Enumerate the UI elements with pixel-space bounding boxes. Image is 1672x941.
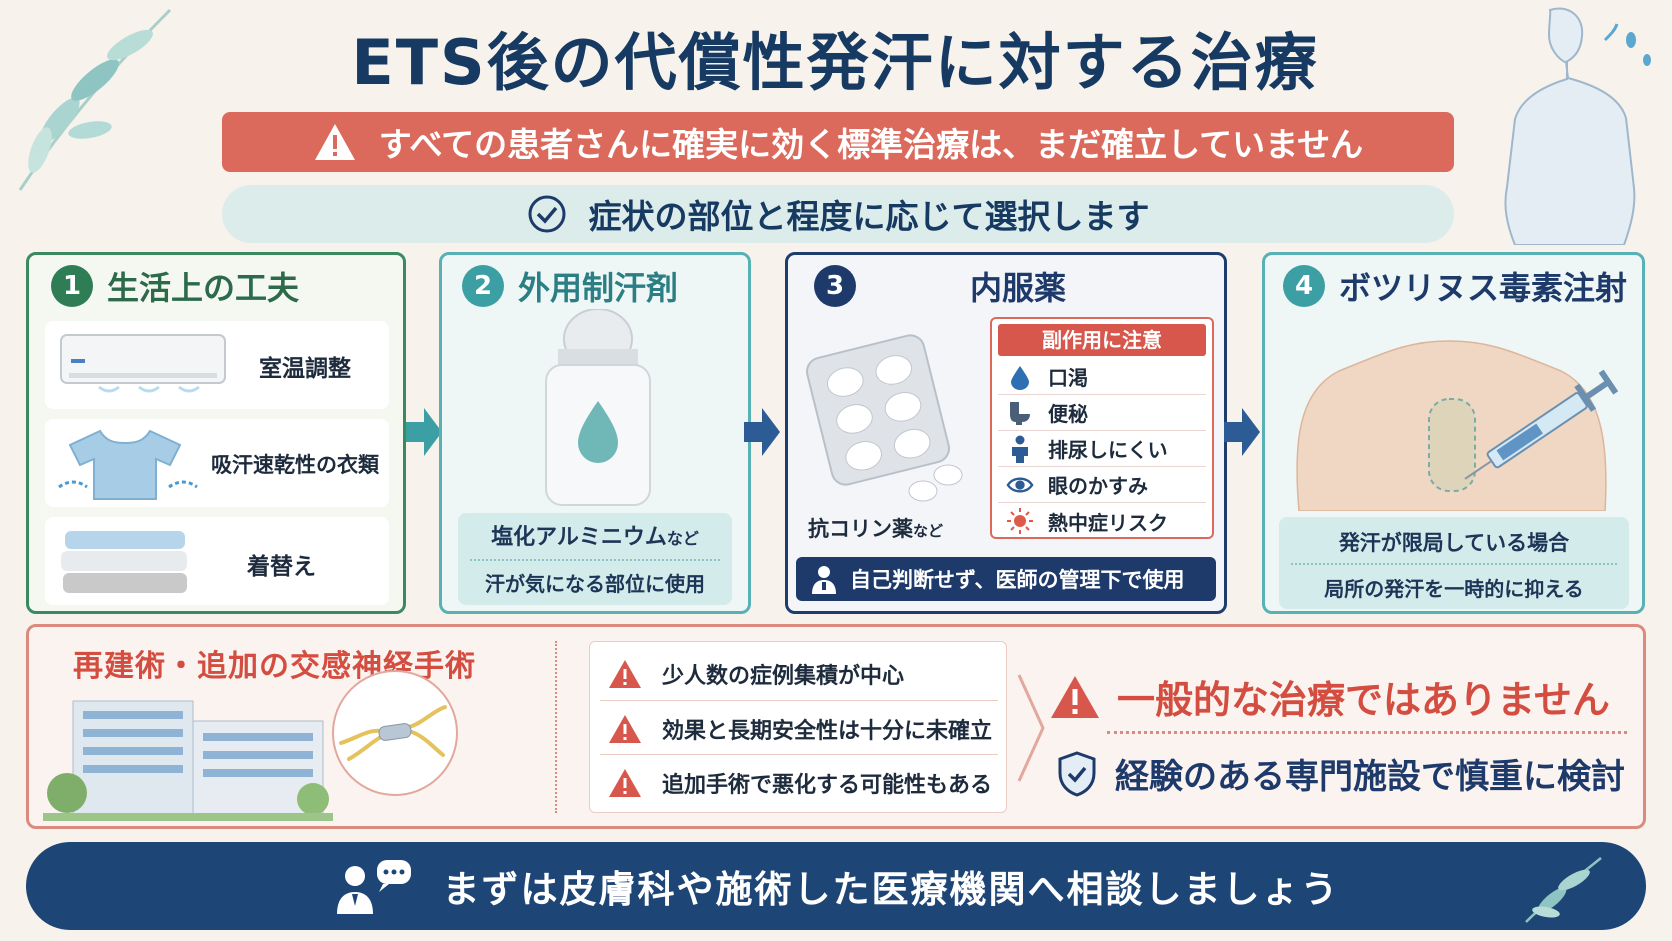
item-label: 室温調整 — [259, 356, 351, 382]
eye-icon — [1006, 471, 1034, 499]
warning-text: すべての患者さんに確実に効く標準治療は、まだ確立していません — [378, 125, 1364, 164]
doctor-note-bar: 自己判断せず、医師の管理下で使用 — [796, 557, 1216, 601]
warning-icon — [314, 124, 355, 160]
page-title: ETS後の代償性発汗に対する治療 — [351, 26, 1319, 99]
caption-box: 塩化アルミニウムなど 汗が気になる部位に使用 — [458, 513, 732, 605]
side-effect-item: 排尿しにくい — [998, 431, 1206, 467]
warning-banner: すべての患者さんに確実に効く標準治療は、まだ確立していません — [222, 112, 1454, 172]
card-oral-medication: 3 内服薬 副作用に注意 口渇 便秘 排尿しにくい — [785, 252, 1227, 614]
shield-check-icon — [1058, 750, 1096, 797]
pill-pack-icon — [806, 334, 963, 502]
specialist-note: 経験のある専門施設で慎重に検討 — [1057, 749, 1625, 798]
banner-text: まずは皮膚科や施術した医療機関へ相談しましょう — [442, 868, 1340, 911]
risk-item: 少人数の症例集積が中心 — [600, 646, 998, 702]
step-number: 3 — [814, 265, 856, 307]
drug-caption: 抗コリン薬など — [808, 517, 944, 541]
warning-icon — [609, 768, 641, 797]
card-title: 生活上の工夫 — [107, 269, 300, 307]
back-injection-icon — [1296, 340, 1619, 511]
roll-on-bottle-icon — [545, 309, 651, 506]
leaf-decoration-icon — [18, 8, 172, 191]
arrow-right-icon — [406, 408, 442, 456]
chevron-right-icon — [1017, 674, 1045, 782]
leaf-decoration-icon — [1525, 857, 1602, 923]
caption-main: 発汗が限局している場合 — [1338, 531, 1570, 555]
person-icon — [1006, 435, 1034, 463]
check-circle-icon — [528, 195, 565, 233]
caption-sub: 汗が気になる部位に使用 — [485, 572, 705, 596]
warning-icon — [1051, 675, 1099, 718]
item-label: 吸汗速乾性の衣類 — [211, 453, 379, 477]
surgery-section: 再建術・追加の交感神経手術 少人数の症例集積が中心 効果と長期安全性は十分に未確… — [26, 624, 1646, 829]
side-effects-box: 副作用に注意 口渇 便秘 排尿しにくい 眼のかすみ 熱中症リスク — [990, 317, 1214, 539]
card-header: 1 生活上の工夫 — [29, 255, 403, 317]
caption-box: 発汗が限局している場合 局所の発汗を一時的に抑える — [1279, 517, 1629, 609]
air-conditioner-icon — [60, 334, 226, 393]
card-title: ボツリヌス毒素注射 — [1339, 269, 1628, 307]
human-body-figure-icon — [1504, 7, 1651, 245]
arrow-right-icon — [744, 408, 780, 456]
hospital-building-icon — [43, 700, 333, 821]
selection-text: 症状の部位と程度に応じて選択します — [588, 197, 1150, 236]
list-item: 着替え — [45, 517, 389, 605]
arrow-right-icon — [1224, 408, 1260, 456]
risk-list: 少人数の症例集積が中心 効果と長期安全性は十分に未確立 追加手術で悪化する可能性… — [589, 641, 1007, 813]
consultation-icon — [336, 860, 411, 914]
not-general-notice: 一般的な治療ではありません — [1049, 669, 1610, 724]
card-lifestyle: 1 生活上の工夫 室温調整 吸汗速乾性の衣類 着替え — [26, 252, 406, 614]
step-number: 1 — [51, 265, 93, 307]
toilet-icon — [1006, 399, 1034, 427]
caption-sub: 局所の発汗を一時的に抑える — [1324, 577, 1584, 601]
folded-clothes-icon — [61, 531, 187, 593]
card-header: 3 内服薬 — [788, 255, 1224, 317]
caption-main: 塩化アルミニウムなど — [491, 525, 699, 550]
step-number: 4 — [1283, 265, 1325, 307]
card-header: 2 外用制汗剤 — [442, 255, 748, 317]
card-header: 4 ボツリヌス毒素注射 — [1265, 255, 1642, 317]
side-effect-item: 眼のかすみ — [998, 467, 1206, 503]
list-item: 吸汗速乾性の衣類 — [45, 419, 389, 507]
card-topical-antiperspirant: 2 外用制汗剤 塩化アルミニウムなど 汗が気になる部位に使用 — [439, 252, 751, 614]
side-effect-item: 口渇 — [998, 359, 1206, 395]
consultation-banner: まずは皮膚科や施術した医療機関へ相談しましょう — [26, 842, 1646, 930]
card-title: 内服薬 — [970, 269, 1067, 307]
step-number: 2 — [462, 265, 504, 307]
doctor-icon — [812, 566, 836, 594]
water-drop-icon — [1006, 363, 1034, 391]
risk-item: 追加手術で悪化する可能性もある — [600, 754, 998, 810]
card-title: 外用制汗剤 — [518, 269, 679, 307]
sun-icon — [1006, 507, 1034, 535]
side-effect-item: 便秘 — [998, 395, 1206, 431]
side-effect-item: 熱中症リスク — [998, 503, 1206, 539]
warning-icon — [609, 714, 641, 743]
nerve-graft-icon — [332, 670, 458, 796]
card-botulinum-injection: 4 ボツリヌス毒素注射 発汗が限局している場合 局所の発汗を一時的に抑える — [1262, 252, 1645, 614]
warning-icon — [609, 660, 641, 688]
tshirt-icon — [58, 429, 198, 500]
side-effects-title: 副作用に注意 — [998, 324, 1206, 356]
list-item: 室温調整 — [45, 321, 389, 409]
risk-item: 効果と長期安全性は十分に未確立 — [600, 700, 998, 756]
selection-banner: 症状の部位と程度に応じて選択します — [222, 185, 1454, 243]
item-label: 着替え — [247, 554, 316, 580]
